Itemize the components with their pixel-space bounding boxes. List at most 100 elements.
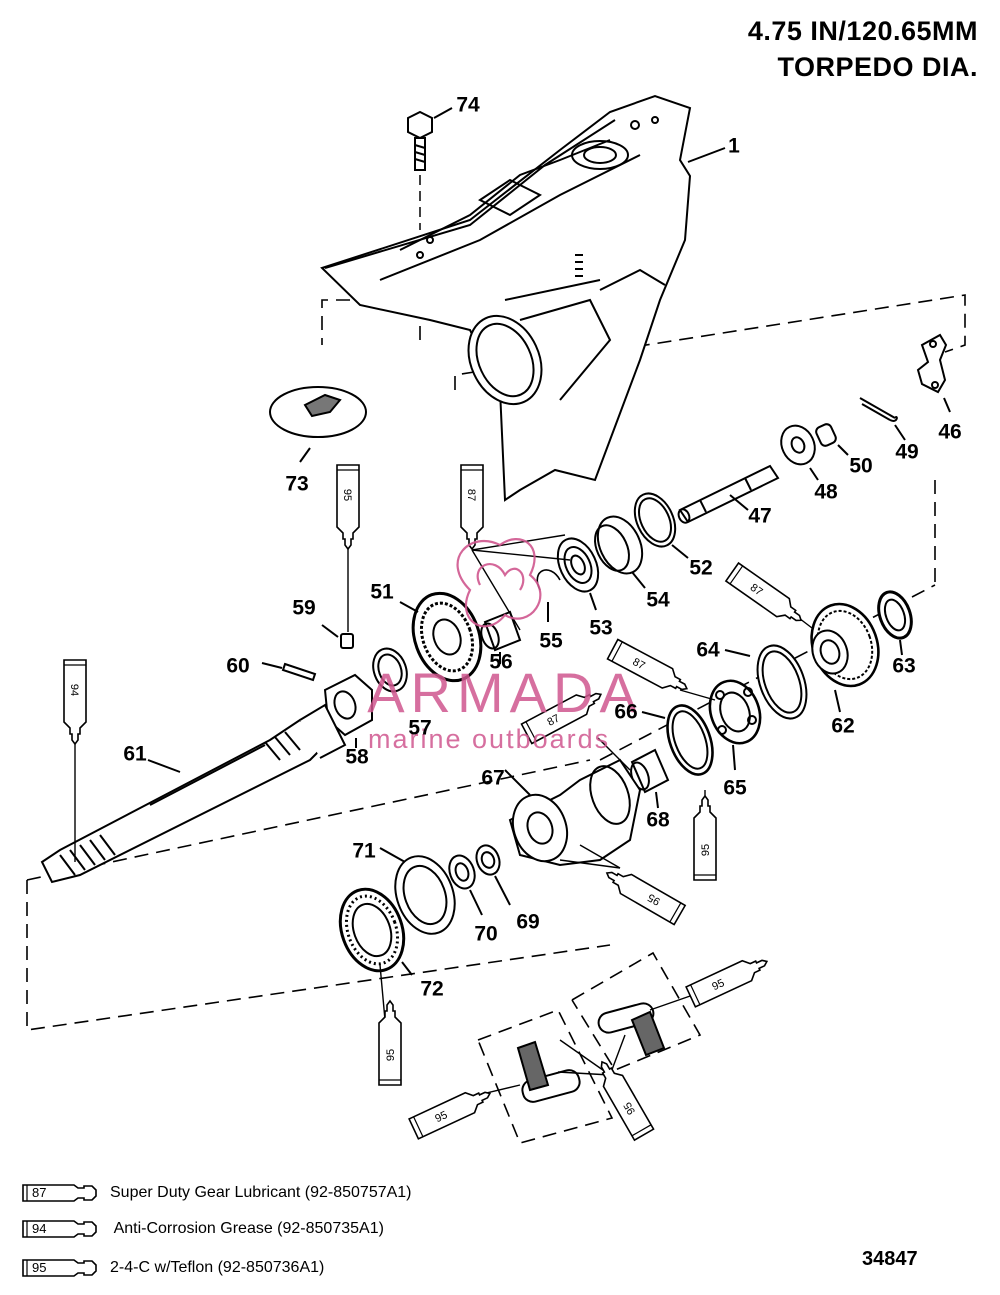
tube-code-label: 95 [433, 1109, 449, 1125]
callout-49: 49 [895, 440, 919, 464]
lubricant-tubes: 95 87 94 87 87 87 95 95 95 95 95 95 [63, 464, 803, 1142]
pin-60 [261, 662, 317, 682]
tube-code-label: 95 [385, 1049, 397, 1061]
lubricant-tube: 95 [336, 464, 360, 551]
forward-gear-51 [399, 591, 483, 683]
callout-56: 56 [489, 650, 513, 674]
tube-code-label: 95 [646, 891, 663, 908]
tube-code-label: 87 [545, 712, 561, 728]
callout-61: 61 [123, 742, 147, 766]
lubricant-tube: 87 [520, 692, 603, 745]
callout-50: 50 [849, 454, 873, 478]
gear-housing [320, 94, 692, 502]
bearing-cup-54 [594, 515, 646, 589]
washer-70 [448, 854, 483, 916]
lubricant-tube: 95 [693, 794, 717, 881]
tapered-bearing-53 [556, 537, 600, 611]
callout-46: 46 [938, 420, 962, 444]
bearing-carrier-67 [504, 758, 642, 867]
callout-53: 53 [589, 616, 613, 640]
thrust-ring-64 [724, 644, 808, 720]
lubricant-tube: 87 [606, 638, 689, 691]
legend-row-94: 94 Anti-Corrosion Grease (92-850735A1) [22, 1217, 384, 1241]
nut-50 [815, 423, 849, 456]
leader-1 [687, 147, 726, 163]
gear-detail-right [597, 1002, 666, 1057]
tube-code-label: 95 [341, 489, 353, 501]
callout-59: 59 [292, 596, 316, 620]
gear-detail-left [516, 1040, 581, 1103]
callout-64: 64 [696, 638, 720, 662]
callout-70: 70 [474, 922, 498, 946]
tube-icon: 87 [22, 1182, 98, 1204]
lubricant-tube: 95 [685, 959, 769, 1008]
ring-57 [372, 647, 408, 693]
title-line-2: TORPEDO DIA. [777, 52, 978, 82]
callout-65: 65 [723, 776, 747, 800]
seal-63 [877, 590, 913, 656]
cotter-pin-49 [859, 397, 906, 441]
legend-text: 2-4-C w/Teflon (92-850736A1) [110, 1259, 325, 1276]
ring-52 [633, 492, 689, 559]
tube-code-label: 95 [700, 844, 712, 856]
legend-text: Anti-Corrosion Grease (92-850735A1) [110, 1220, 384, 1237]
lubricant-leaders [74, 534, 813, 1096]
legend-code: 94 [32, 1221, 47, 1236]
roller-bearing-56 [480, 610, 522, 664]
legend-row-87: 87 Super Duty Gear Lubricant (92-850757A… [22, 1181, 412, 1205]
cover-46 [916, 333, 951, 413]
tube-icon: 94 [22, 1218, 98, 1240]
tube-code-label: 95 [710, 977, 726, 993]
callout-68: 68 [646, 808, 670, 832]
ball-bearing-65 [708, 679, 762, 771]
callout-71: 71 [352, 839, 376, 863]
reverse-gear-62 [810, 602, 880, 713]
callout-51: 51 [370, 580, 394, 604]
propeller-shaft-61 [40, 703, 347, 884]
detent-pin-59 [321, 624, 354, 649]
lubricant-tube: 95 [605, 871, 687, 926]
callout-72: 72 [420, 977, 444, 1001]
legend-row-95: 95 2-4-C w/Teflon (92-850736A1) [22, 1256, 324, 1280]
anode-plate-73 [269, 386, 367, 463]
lubricant-tube: 95 [600, 1060, 655, 1142]
callout-57: 57 [408, 716, 432, 740]
shaft-47 [677, 464, 780, 524]
lubricant-tube: 95 [408, 1091, 492, 1140]
legend-text: Super Duty Gear Lubricant (92-850757A1) [110, 1184, 412, 1201]
tube-code-label: 87 [748, 582, 765, 599]
legend-code: 95 [32, 1260, 47, 1275]
tube-code-label: 94 [68, 684, 80, 696]
title-line-1: 4.75 IN/120.65MM [747, 16, 978, 46]
retainer-72 [338, 887, 413, 976]
leader-74 [433, 107, 453, 119]
callout-1: 1 [728, 134, 740, 158]
callout-74: 74 [456, 93, 480, 117]
tube-code-label: 95 [622, 1100, 639, 1117]
callout-54: 54 [646, 588, 670, 612]
callout-62: 62 [831, 714, 855, 738]
watermark-swirl-logo [456, 538, 542, 628]
callout-69: 69 [516, 910, 540, 934]
tube-code-label: 87 [465, 489, 477, 501]
lubricant-tube: 87 [460, 464, 484, 551]
washer-69 [475, 844, 511, 906]
callout-58: 58 [345, 745, 369, 769]
tube-icon: 95 [22, 1257, 98, 1279]
lubricant-tube: 94 [63, 659, 87, 746]
dashed-assembly-lines [26, 294, 966, 1144]
callout-47: 47 [748, 504, 772, 528]
drawing-number: 34847 [862, 1248, 918, 1270]
callout-73: 73 [285, 472, 309, 496]
callout-66: 66 [614, 700, 638, 724]
lubricant-tube: 87 [724, 561, 803, 622]
washer-48 [780, 424, 819, 481]
callout-63: 63 [892, 654, 916, 678]
bolt-74 [407, 110, 433, 230]
lubricant-tube: 95 [378, 999, 402, 1086]
callout-67: 67 [481, 766, 505, 790]
callout-48: 48 [814, 480, 838, 504]
tab-washer-71 [379, 847, 456, 935]
